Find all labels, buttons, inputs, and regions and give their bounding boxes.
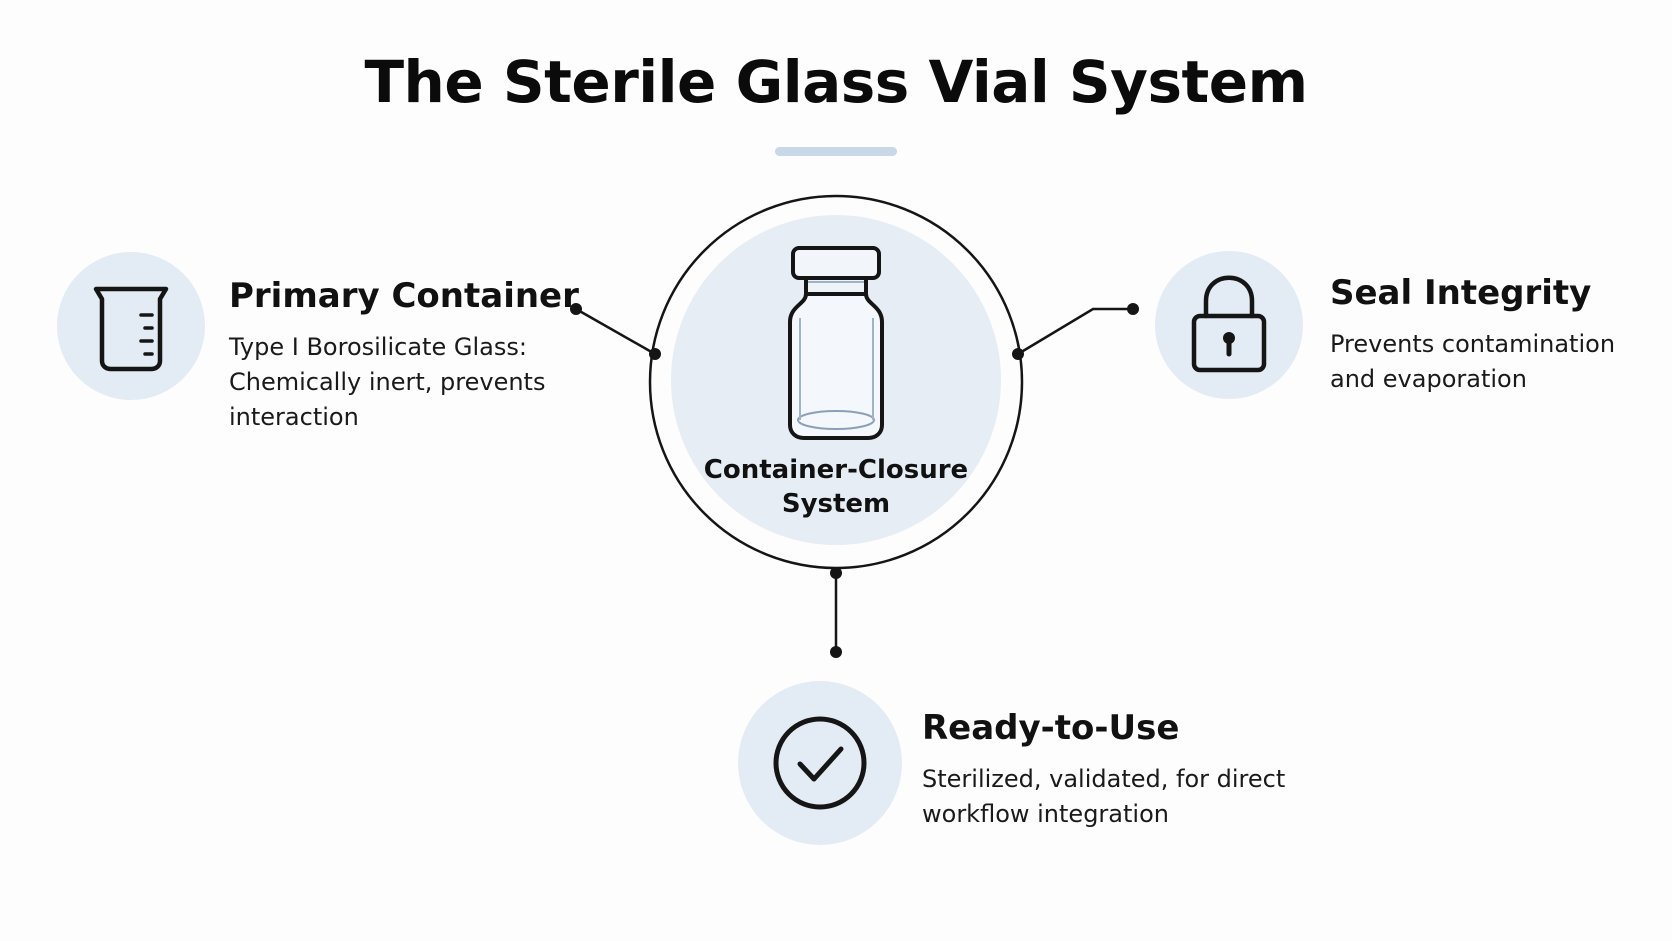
seal-icon-bubble [1155,251,1303,399]
feature-description: Type I Borosilicate Glass: Chemically in… [229,330,579,435]
connector-primary [575,307,656,356]
feature-seal-integrity: Seal Integrity Prevents contamination an… [1330,273,1615,397]
center-label: Container-Closure System [686,453,986,521]
connector-dot [830,646,842,658]
feature-desc-line: Type I Borosilicate Glass: [229,333,527,361]
feature-desc-line: workflow integration [922,800,1169,828]
beaker-icon [93,286,169,372]
page-title: The Sterile Glass Vial System [364,48,1308,116]
feature-desc-line: Sterilized, validated, for direct [922,765,1286,793]
feature-desc-line: interaction [229,403,359,431]
feature-desc-line: Chemically inert, prevents [229,368,546,396]
connector-dot [649,348,661,360]
connector-seal [1017,307,1133,356]
feature-title: Seal Integrity [1330,273,1592,313]
vial-icon [788,246,884,440]
feature-primary-container: Primary Container Type I Borosilicate Gl… [229,276,579,435]
connector-dot [1012,348,1024,360]
feature-description: Sterilized, validated, for direct workfl… [922,762,1285,832]
center-label-line2: System [781,489,891,519]
feature-ready-to-use: Ready-to-Use Sterilized, validated, for … [922,708,1285,832]
feature-title: Ready-to-Use [922,708,1180,748]
primary-icon-bubble [57,252,205,400]
feature-desc-line: Prevents contamination [1330,330,1616,358]
ready-icon-bubble [738,681,902,845]
center-label-line1: Container-Closure [703,455,969,485]
feature-description: Prevents contamination and evaporation [1330,327,1615,397]
feature-title: Primary Container [229,276,579,316]
padlock-icon [1191,275,1267,373]
connector-dot [830,567,842,579]
connector-dot [570,303,582,315]
check-circle-icon [773,716,867,810]
feature-desc-line: and evaporation [1330,365,1527,393]
title-underline [775,147,897,156]
connector-dot [1127,303,1139,315]
